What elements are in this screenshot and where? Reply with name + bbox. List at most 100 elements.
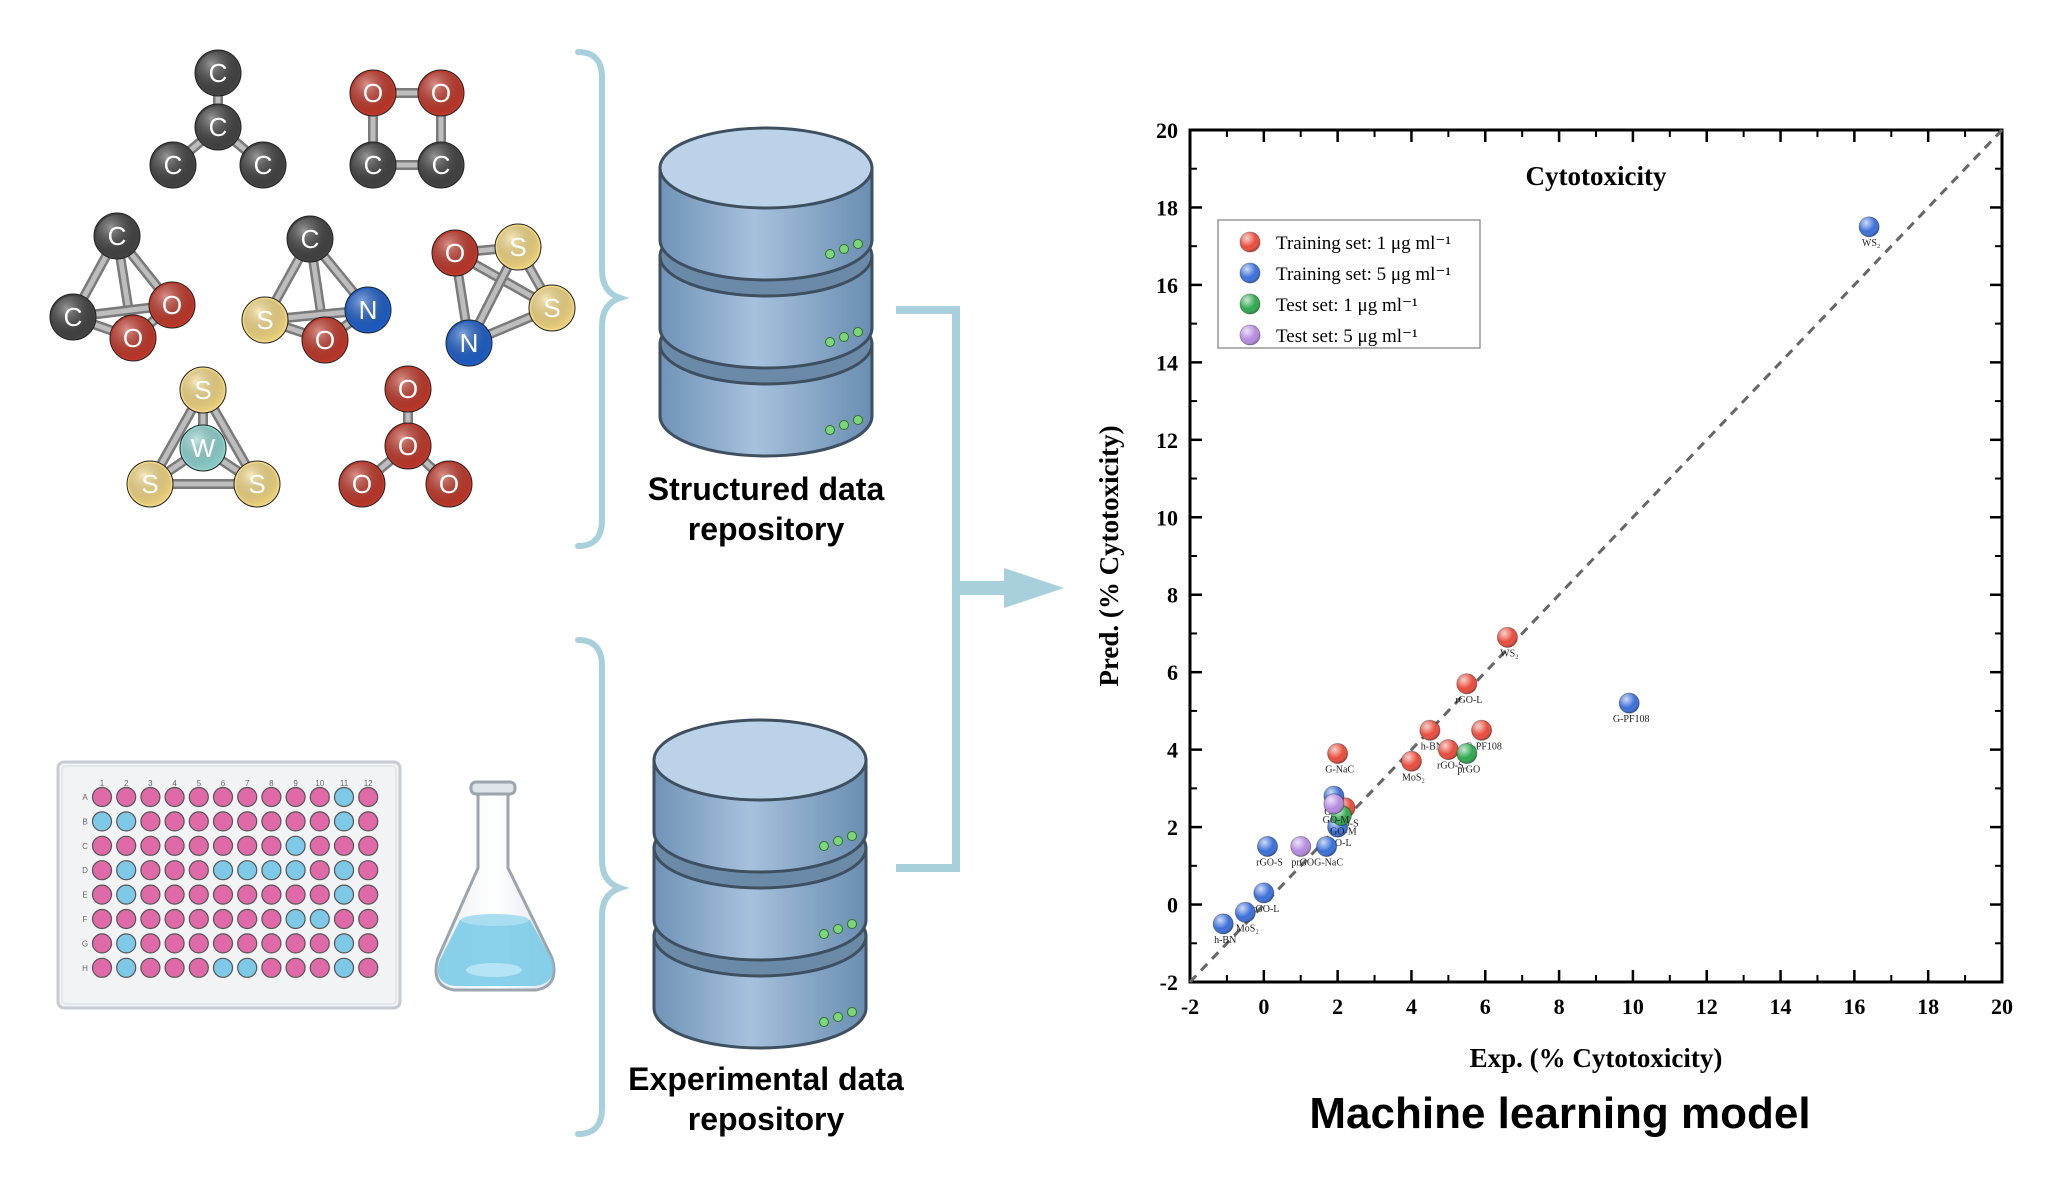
plate-row-label: A	[82, 793, 88, 802]
atom-N: N	[344, 286, 392, 334]
plate-column-label: 5	[197, 779, 202, 788]
well-pink	[188, 835, 209, 856]
y-tick-label: 0	[1167, 893, 1178, 918]
top-brace	[575, 49, 630, 549]
point-label: G-PF108	[1465, 741, 1502, 752]
well-pink	[261, 835, 282, 856]
well-blue	[116, 884, 137, 905]
status-light	[819, 841, 829, 851]
point-label: rGO-L	[1252, 904, 1279, 915]
atom-label: N	[359, 295, 378, 325]
plate-column-label: 9	[293, 779, 298, 788]
status-light	[847, 831, 857, 841]
status-light	[853, 415, 863, 425]
experimental-repository-label-line2: repository	[688, 1101, 845, 1137]
y-tick-label: 4	[1167, 738, 1178, 763]
well-blue	[91, 811, 113, 832]
plate-column-label: 11	[340, 779, 349, 788]
atom-W: W	[179, 424, 227, 472]
well-pink	[333, 908, 355, 930]
atom-C: C	[286, 215, 334, 263]
well-pink	[91, 933, 113, 954]
well-pink	[309, 884, 330, 905]
data-point: prGO	[1456, 743, 1480, 776]
well-pink	[212, 933, 234, 954]
atom-label: C	[254, 150, 273, 180]
atom-S: S	[233, 460, 281, 508]
well-blue	[116, 957, 137, 978]
atom-label: C	[432, 150, 451, 180]
data-point: G-NaC	[1325, 743, 1354, 776]
well-pink	[237, 835, 258, 856]
well-pink	[91, 786, 113, 808]
atom-C: C	[194, 49, 242, 97]
x-tick-label: 18	[1917, 994, 1939, 1019]
x-tick-label: 14	[1770, 994, 1792, 1019]
well-pink	[309, 933, 330, 954]
well-pink	[140, 811, 161, 832]
legend-label: Test set: 1 μg ml⁻¹	[1276, 295, 1418, 316]
well-pink	[261, 957, 282, 978]
atom-S: S	[126, 460, 174, 508]
well-pink	[116, 908, 137, 930]
point-label: prGO	[1291, 857, 1314, 868]
x-tick-label: 16	[1843, 994, 1865, 1019]
well-blue	[212, 860, 234, 881]
well-pink	[333, 835, 355, 856]
data-point: rGO-S	[1256, 835, 1283, 868]
well-pink	[116, 786, 137, 808]
atom-label: W	[191, 433, 216, 463]
y-tick-label: 18	[1156, 195, 1178, 220]
well-pink	[188, 860, 209, 881]
well-pink	[358, 884, 379, 905]
data-point: rGO-S	[1437, 739, 1464, 772]
well-pink	[91, 957, 113, 978]
well-pink	[261, 908, 282, 930]
y-axis-label: Pred. (% Cytotoxicity)	[1094, 425, 1124, 686]
atom-label: C	[64, 302, 83, 332]
y-tick-label: 14	[1156, 350, 1178, 375]
atom-label: O	[431, 78, 451, 108]
well-pink	[188, 908, 209, 930]
data-point: WS₂	[1496, 626, 1519, 659]
x-tick-label: 6	[1480, 994, 1491, 1019]
well-pink	[285, 811, 306, 832]
status-light	[839, 420, 849, 430]
y-tick-label: 6	[1167, 660, 1178, 685]
plate-column-label: 8	[269, 779, 274, 788]
well-pink	[237, 786, 258, 808]
point-label: GO-M	[1330, 826, 1357, 837]
bottom-brace	[575, 637, 630, 1137]
well-pink	[358, 786, 379, 808]
experimental-repository-label-line1: Experimental data	[628, 1061, 904, 1097]
well-pink	[261, 811, 282, 832]
point-label: G-PF108	[1613, 714, 1650, 725]
well-blue	[333, 957, 355, 978]
y-tick-label: 10	[1156, 505, 1178, 530]
well-pink	[91, 860, 113, 881]
atom-label: O	[123, 323, 143, 353]
well-pink	[237, 811, 258, 832]
data-point: rGO-L	[1455, 673, 1482, 706]
legend-label: Training set: 5 μg ml⁻¹	[1276, 264, 1451, 285]
x-tick-label: 0	[1258, 994, 1269, 1019]
atom-O: O	[148, 281, 196, 329]
chart-title: Cytotoxicity	[1526, 161, 1667, 191]
atom-O: O	[384, 422, 432, 470]
status-light	[839, 244, 849, 254]
atom-label: S	[509, 232, 526, 262]
y-tick-label: 20	[1156, 118, 1178, 143]
well-pink	[309, 860, 330, 881]
x-tick-label: 4	[1406, 994, 1417, 1019]
y-tick-label: 16	[1156, 273, 1178, 298]
atom-O: O	[338, 460, 386, 508]
atom-C: C	[49, 293, 97, 341]
x-axis-label: Exp. (% Cytotoxicity)	[1470, 1043, 1723, 1073]
well-pink	[91, 908, 113, 930]
atom-O: O	[425, 460, 473, 508]
